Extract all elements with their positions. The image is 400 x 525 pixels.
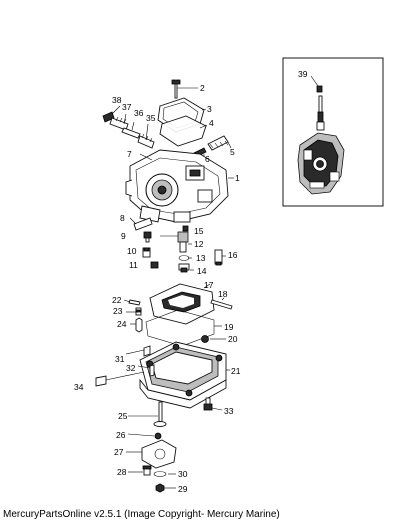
- callout-8: 8: [120, 213, 125, 223]
- carburetor-exploded-diagram: 1 2 3 4 5 6 7 8 9 10 11 12 13 14 15 16 1…: [74, 57, 384, 494]
- drain-group: [126, 401, 177, 493]
- callout-23: 23: [113, 306, 123, 316]
- callout-27: 27: [114, 447, 124, 457]
- callout-10: 10: [127, 246, 137, 256]
- callout-9: 9: [121, 231, 126, 241]
- callout-31: 31: [115, 354, 125, 364]
- callout-35: 35: [146, 113, 156, 123]
- callout-30: 30: [178, 469, 188, 479]
- jets-group: [129, 217, 226, 273]
- callout-21: 21: [231, 366, 241, 376]
- callout-36: 36: [134, 108, 144, 118]
- callout-labels: 1 2 3 4 5 6 7 8 9 10 11 12 13 14 15 16 1…: [74, 69, 308, 494]
- inset-assembled-view: [282, 57, 384, 207]
- callout-20: 20: [228, 334, 238, 344]
- callout-33: 33: [224, 406, 234, 416]
- callout-38: 38: [112, 95, 122, 105]
- callout-32: 32: [126, 363, 136, 373]
- callout-37: 37: [122, 102, 132, 112]
- callout-15: 15: [194, 226, 204, 236]
- callout-5: 5: [230, 147, 235, 157]
- float-bowl: [95, 341, 230, 411]
- callout-7: 7: [127, 149, 132, 159]
- callout-22: 22: [112, 295, 122, 305]
- callout-3: 3: [207, 104, 212, 114]
- callout-18: 18: [218, 289, 228, 299]
- callout-17: 17: [204, 280, 214, 290]
- callout-19: 19: [224, 322, 234, 332]
- callout-39: 39: [298, 69, 308, 79]
- callout-16: 16: [228, 250, 238, 260]
- callout-4: 4: [209, 118, 214, 128]
- float-group: [145, 283, 233, 347]
- callout-13: 13: [196, 253, 206, 263]
- callout-28: 28: [117, 467, 127, 477]
- needle-valve-group: [123, 299, 143, 333]
- callout-29: 29: [178, 484, 188, 494]
- callout-12: 12: [194, 239, 204, 249]
- image-caption: MercuryPartsOnline v2.5.1 (Image Copyrig…: [3, 509, 280, 520]
- callout-34: 34: [74, 382, 84, 392]
- callout-2: 2: [200, 83, 205, 93]
- callout-26: 26: [116, 430, 126, 440]
- carburetor-body: [125, 149, 234, 223]
- callout-6: 6: [205, 154, 210, 164]
- callout-25: 25: [118, 411, 128, 421]
- callout-24: 24: [117, 319, 127, 329]
- callout-14: 14: [197, 266, 207, 276]
- callout-1: 1: [235, 173, 240, 183]
- callout-11: 11: [129, 260, 138, 270]
- top-cover-group: [157, 79, 208, 147]
- idle-screw-group: [102, 105, 155, 149]
